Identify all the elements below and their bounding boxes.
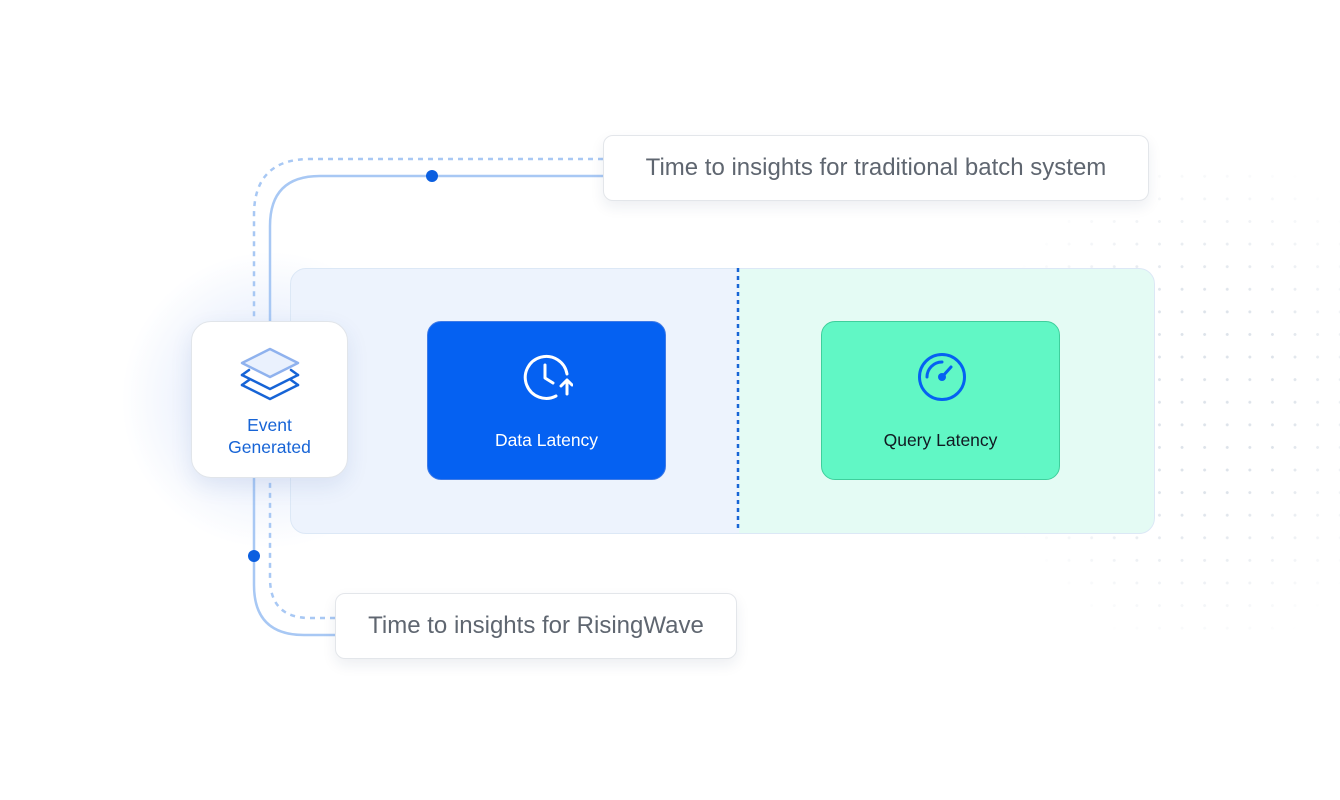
data-latency-label: Data Latency [494,430,599,450]
batch-path-dot [426,170,438,182]
event-label-line-2: Generated [228,437,311,457]
batch-system-label: Time to insights for traditional batch s… [603,135,1149,201]
clock-refresh-icon [523,354,573,400]
event-label-line-1: Event [247,415,292,435]
batch-path-dashed [252,157,603,322]
speedometer-icon [918,353,966,401]
query-latency-node: Query Latency [821,321,1060,480]
risingwave-path-solid [252,478,335,637]
query-latency-label: Query Latency [883,430,998,450]
risingwave-path-dashed [268,478,335,620]
event-generated-node: Event Generated [191,321,348,478]
event-generated-label: Event Generated [192,414,347,458]
batch-path-solid [268,174,603,322]
risingwave-label: Time to insights for RisingWave [335,593,737,659]
risingwave-path-dot [248,550,260,562]
data-latency-node: Data Latency [427,321,666,480]
layers-icon [240,347,300,401]
